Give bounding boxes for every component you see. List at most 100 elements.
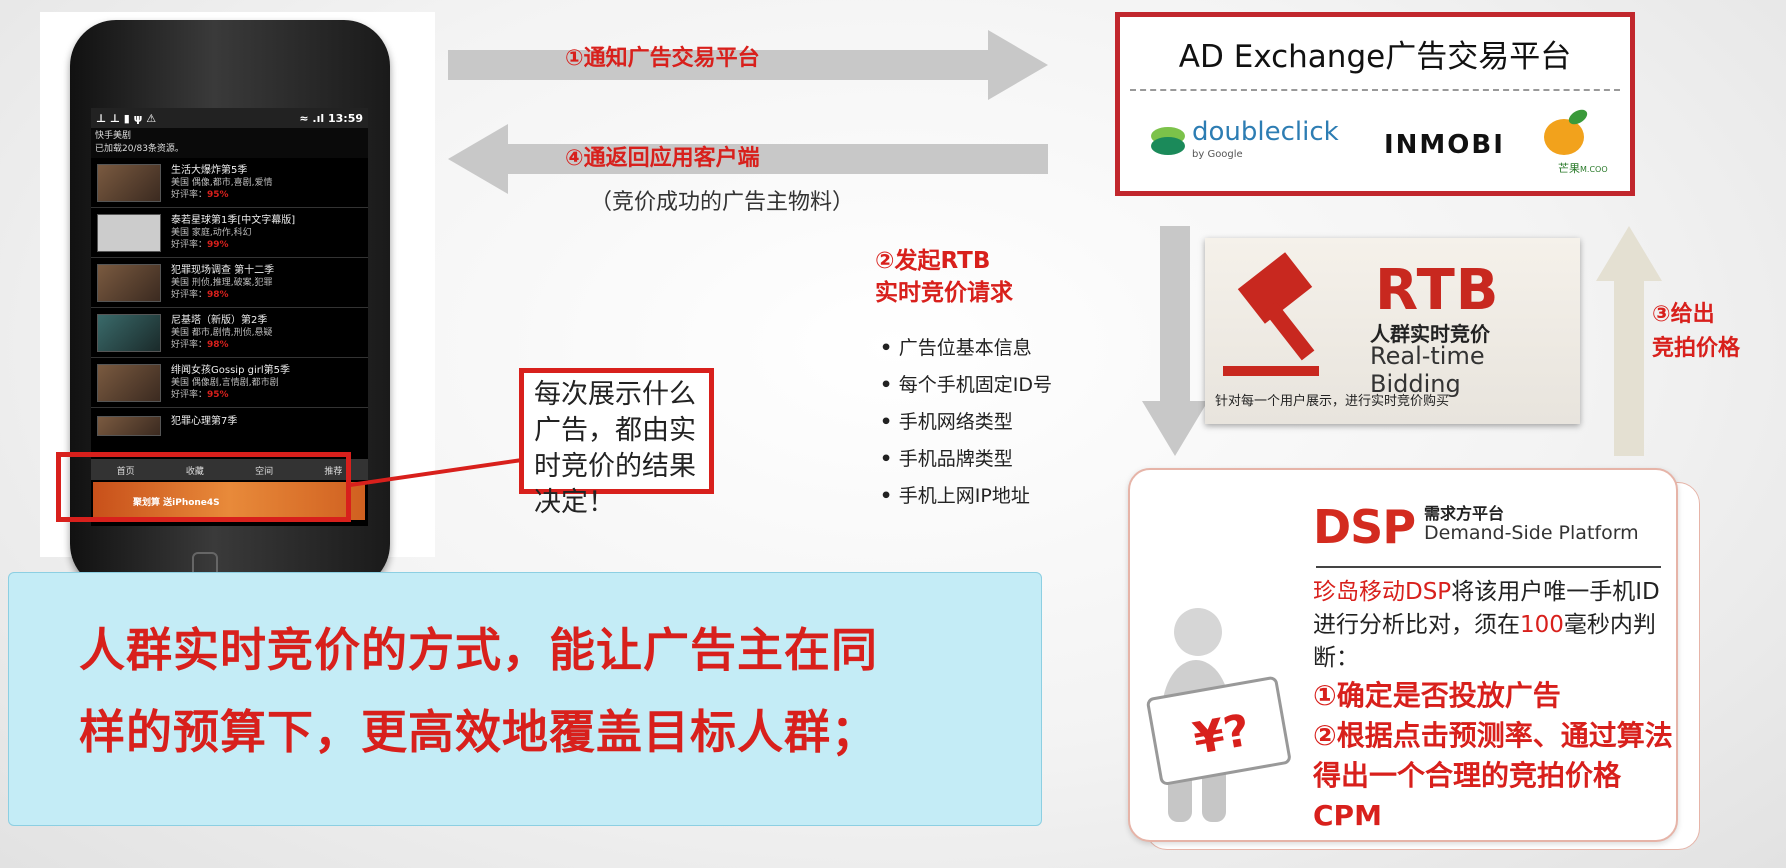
app-title: 快手美剧: [95, 131, 132, 141]
list-item: 尼基塔（新版）第2季美国 都市,剧情,刑侦,悬疑好评率：98%: [91, 308, 368, 358]
dsp-step2: ②根据点击预测率、通过算法得出一个合理的竞拍价格CPM: [1313, 719, 1673, 832]
mango-logo-label: 芒果M.COO: [1558, 160, 1608, 176]
dsp-decision-steps: ①确定是否投放广告 ②根据点击预测率、通过算法得出一个合理的竞拍价格CPM: [1313, 676, 1673, 836]
list-item: 手机网络类型: [880, 404, 1052, 441]
item-sub: 美国 偶像,都市,喜剧,爱情: [171, 177, 273, 188]
doubleclick-icon: [1151, 127, 1185, 155]
item-sub: 美国 家庭,动作,科幻: [171, 227, 252, 238]
callout-box: 每次展示什么广告，都由实时竞价的结果决定！: [519, 368, 714, 518]
step3-line2: 竞拍价格: [1652, 336, 1741, 361]
list-item: 绯闻女孩Gossip girl第5季美国 偶像剧,言情剧,都市剧好评率：95%: [91, 358, 368, 408]
app-load-status: 已加载20/83条资源。: [95, 144, 184, 154]
tab-favorites[interactable]: 收藏: [185, 466, 204, 477]
rate-value: 95%: [207, 189, 229, 200]
ad-banner[interactable]: 聚划算 送iPhone4S: [93, 482, 365, 520]
item-title: 泰若星球第1季[中文字幕版]: [171, 214, 296, 226]
dsp-description: 珍岛移动DSP将该用户唯一手机ID进行分析比对，须在100毫秒内判断：: [1313, 576, 1673, 675]
divider: [1316, 566, 1661, 568]
summary-box: 人群实时竞价的方式，能让广告主在同 样的预算下，更高效地覆盖目标人群；: [8, 572, 1042, 826]
dsp-step1: ①确定是否投放广告: [1313, 679, 1561, 712]
status-time: 13:59: [327, 111, 363, 125]
item-sub: 美国 刑侦,推理,破案,犯罪: [171, 277, 273, 288]
rate-label: 好评率：: [171, 289, 208, 300]
ad-exchange-box: AD Exchange广告交易平台 doubleclick by Google …: [1115, 12, 1635, 196]
list-item: 犯罪心理第7季: [91, 408, 368, 460]
mango-name: 芒果: [1558, 162, 1580, 175]
dsp-text-suffix: 毫秒内判断：: [1313, 612, 1656, 671]
callout-pointer: [350, 458, 523, 487]
item-title: 生活大爆炸第5季: [171, 164, 248, 176]
thumbnail: [97, 263, 161, 302]
dsp-subtitle-cn: 需求方平台: [1424, 504, 1505, 523]
arrow-step3-up: [1596, 226, 1662, 456]
summary-text: 人群实时竞价的方式，能让广告主在同 样的预算下，更高效地覆盖目标人群；: [79, 609, 1009, 773]
mango-suffix: M.COO: [1580, 165, 1608, 174]
arrow-step1-right: [448, 30, 1048, 100]
ad-highlight-frame: [56, 452, 351, 522]
list-item: 犯罪现场调查 第十二季美国 刑侦,推理,破案,犯罪好评率：98%: [91, 258, 368, 308]
rate-label: 好评率：: [171, 339, 208, 350]
list-item: 手机品牌类型: [880, 441, 1052, 478]
rtb-footer: 针对每一个用户展示，进行实时竞价购买: [1215, 394, 1450, 409]
dsp-title: DSP: [1313, 500, 1416, 554]
ad-exchange-title: AD Exchange广告交易平台: [1178, 39, 1572, 75]
rate-value: 95%: [207, 389, 229, 400]
step2-line1: ②发起RTB: [875, 248, 991, 274]
step2-heading: ②发起RTB 实时竞价请求: [875, 245, 1013, 309]
thumbnail: [97, 363, 161, 402]
item-sub: 美国 都市,剧情,刑侦,悬疑: [171, 327, 273, 338]
signal-icon: ≈ .ıl: [299, 111, 325, 125]
arrow-step4-left: [448, 124, 1048, 194]
ad-banner-text: 聚划算 送iPhone4S: [133, 497, 220, 508]
dsp-brand: 珍岛移动DSP: [1313, 579, 1452, 605]
inmobi-logo: INMOBI: [1384, 130, 1505, 160]
list-item: 泰若星球第1季[中文字幕版]美国 家庭,动作,科幻好评率：99%: [91, 208, 368, 258]
rtb-title: RTB: [1375, 258, 1500, 323]
dsp-box: DSP 需求方平台 Demand-Side Platform 珍岛移动DSP将该…: [1128, 468, 1678, 842]
app-header: 快手美剧 已加载20/83条资源。: [91, 128, 368, 158]
dsp-text-mid: 将该用户唯一手机ID进行分析比对，须在: [1313, 579, 1660, 638]
rate-value: 98%: [207, 289, 229, 300]
tab-space[interactable]: 空间: [255, 466, 274, 477]
thumbnail: [97, 313, 161, 352]
rate-value: 98%: [207, 339, 229, 350]
step1-label: ①通知广告交易平台: [565, 46, 760, 71]
rate-label: 好评率：: [171, 239, 208, 250]
rate-label: 好评率：: [171, 189, 208, 200]
item-title: 绯闻女孩Gossip girl第5季: [171, 364, 290, 376]
summary-line1: 人群实时竞价的方式，能让广告主在同: [79, 623, 878, 677]
tab-home[interactable]: 首页: [116, 466, 135, 477]
divider: [1130, 89, 1620, 91]
status-bar: ⊥ ⊥ ▮ ψ ⚠ ≈ .ıl 13:59: [91, 108, 368, 128]
dsp-subtitle-en: Demand-Side Platform: [1424, 522, 1639, 544]
app-tabbar: 首页 收藏 空间 推荐: [91, 460, 368, 480]
arrow-step2-down: [1142, 226, 1208, 456]
step3-line1: ③给出: [1652, 302, 1715, 327]
step4-label: ④通返回应用客户端: [565, 146, 760, 171]
doubleclick-by-google: by Google: [1192, 149, 1243, 160]
rate-value: 99%: [207, 239, 229, 250]
status-icons: ⊥ ⊥ ▮ ψ ⚠: [96, 111, 157, 125]
list-item: 每个手机固定ID号: [880, 367, 1052, 404]
rtb-box: RTB 人群实时竞价 Real-time Bidding 针对每一个用户展示，进…: [1205, 238, 1580, 424]
item-title: 犯罪心理第7季: [171, 416, 238, 427]
list-item: 广告位基本信息: [880, 330, 1052, 367]
summary-line2: 样的预算下，更高效地覆盖目标人群；: [79, 705, 878, 759]
request-info-list: 广告位基本信息 每个手机固定ID号 手机网络类型 手机品牌类型 手机上网IP地址: [880, 330, 1052, 515]
thumbnail: [97, 416, 161, 436]
doubleclick-logo: doubleclick: [1192, 117, 1339, 147]
mango-icon: [1544, 109, 1588, 155]
dsp-ms-value: 100: [1520, 612, 1564, 638]
step3-label: ③给出 竞拍价格: [1652, 298, 1740, 366]
item-title: 犯罪现场调查 第十二季: [171, 264, 275, 276]
list-item: 手机上网IP地址: [880, 478, 1052, 515]
thumbnail: [97, 213, 161, 252]
sign-text: ¥?: [1190, 705, 1254, 765]
rtb-subtitle-en: Real-time Bidding: [1370, 342, 1485, 398]
gavel-icon: [1223, 252, 1319, 376]
rtb-subtitle-cn: 人群实时竞价: [1370, 322, 1490, 346]
tab-recommend[interactable]: 推荐: [324, 466, 343, 477]
person-holding-sign-icon: ¥?: [1146, 608, 1291, 822]
thumbnail: [97, 163, 161, 202]
rate-label: 好评率：: [171, 389, 208, 400]
